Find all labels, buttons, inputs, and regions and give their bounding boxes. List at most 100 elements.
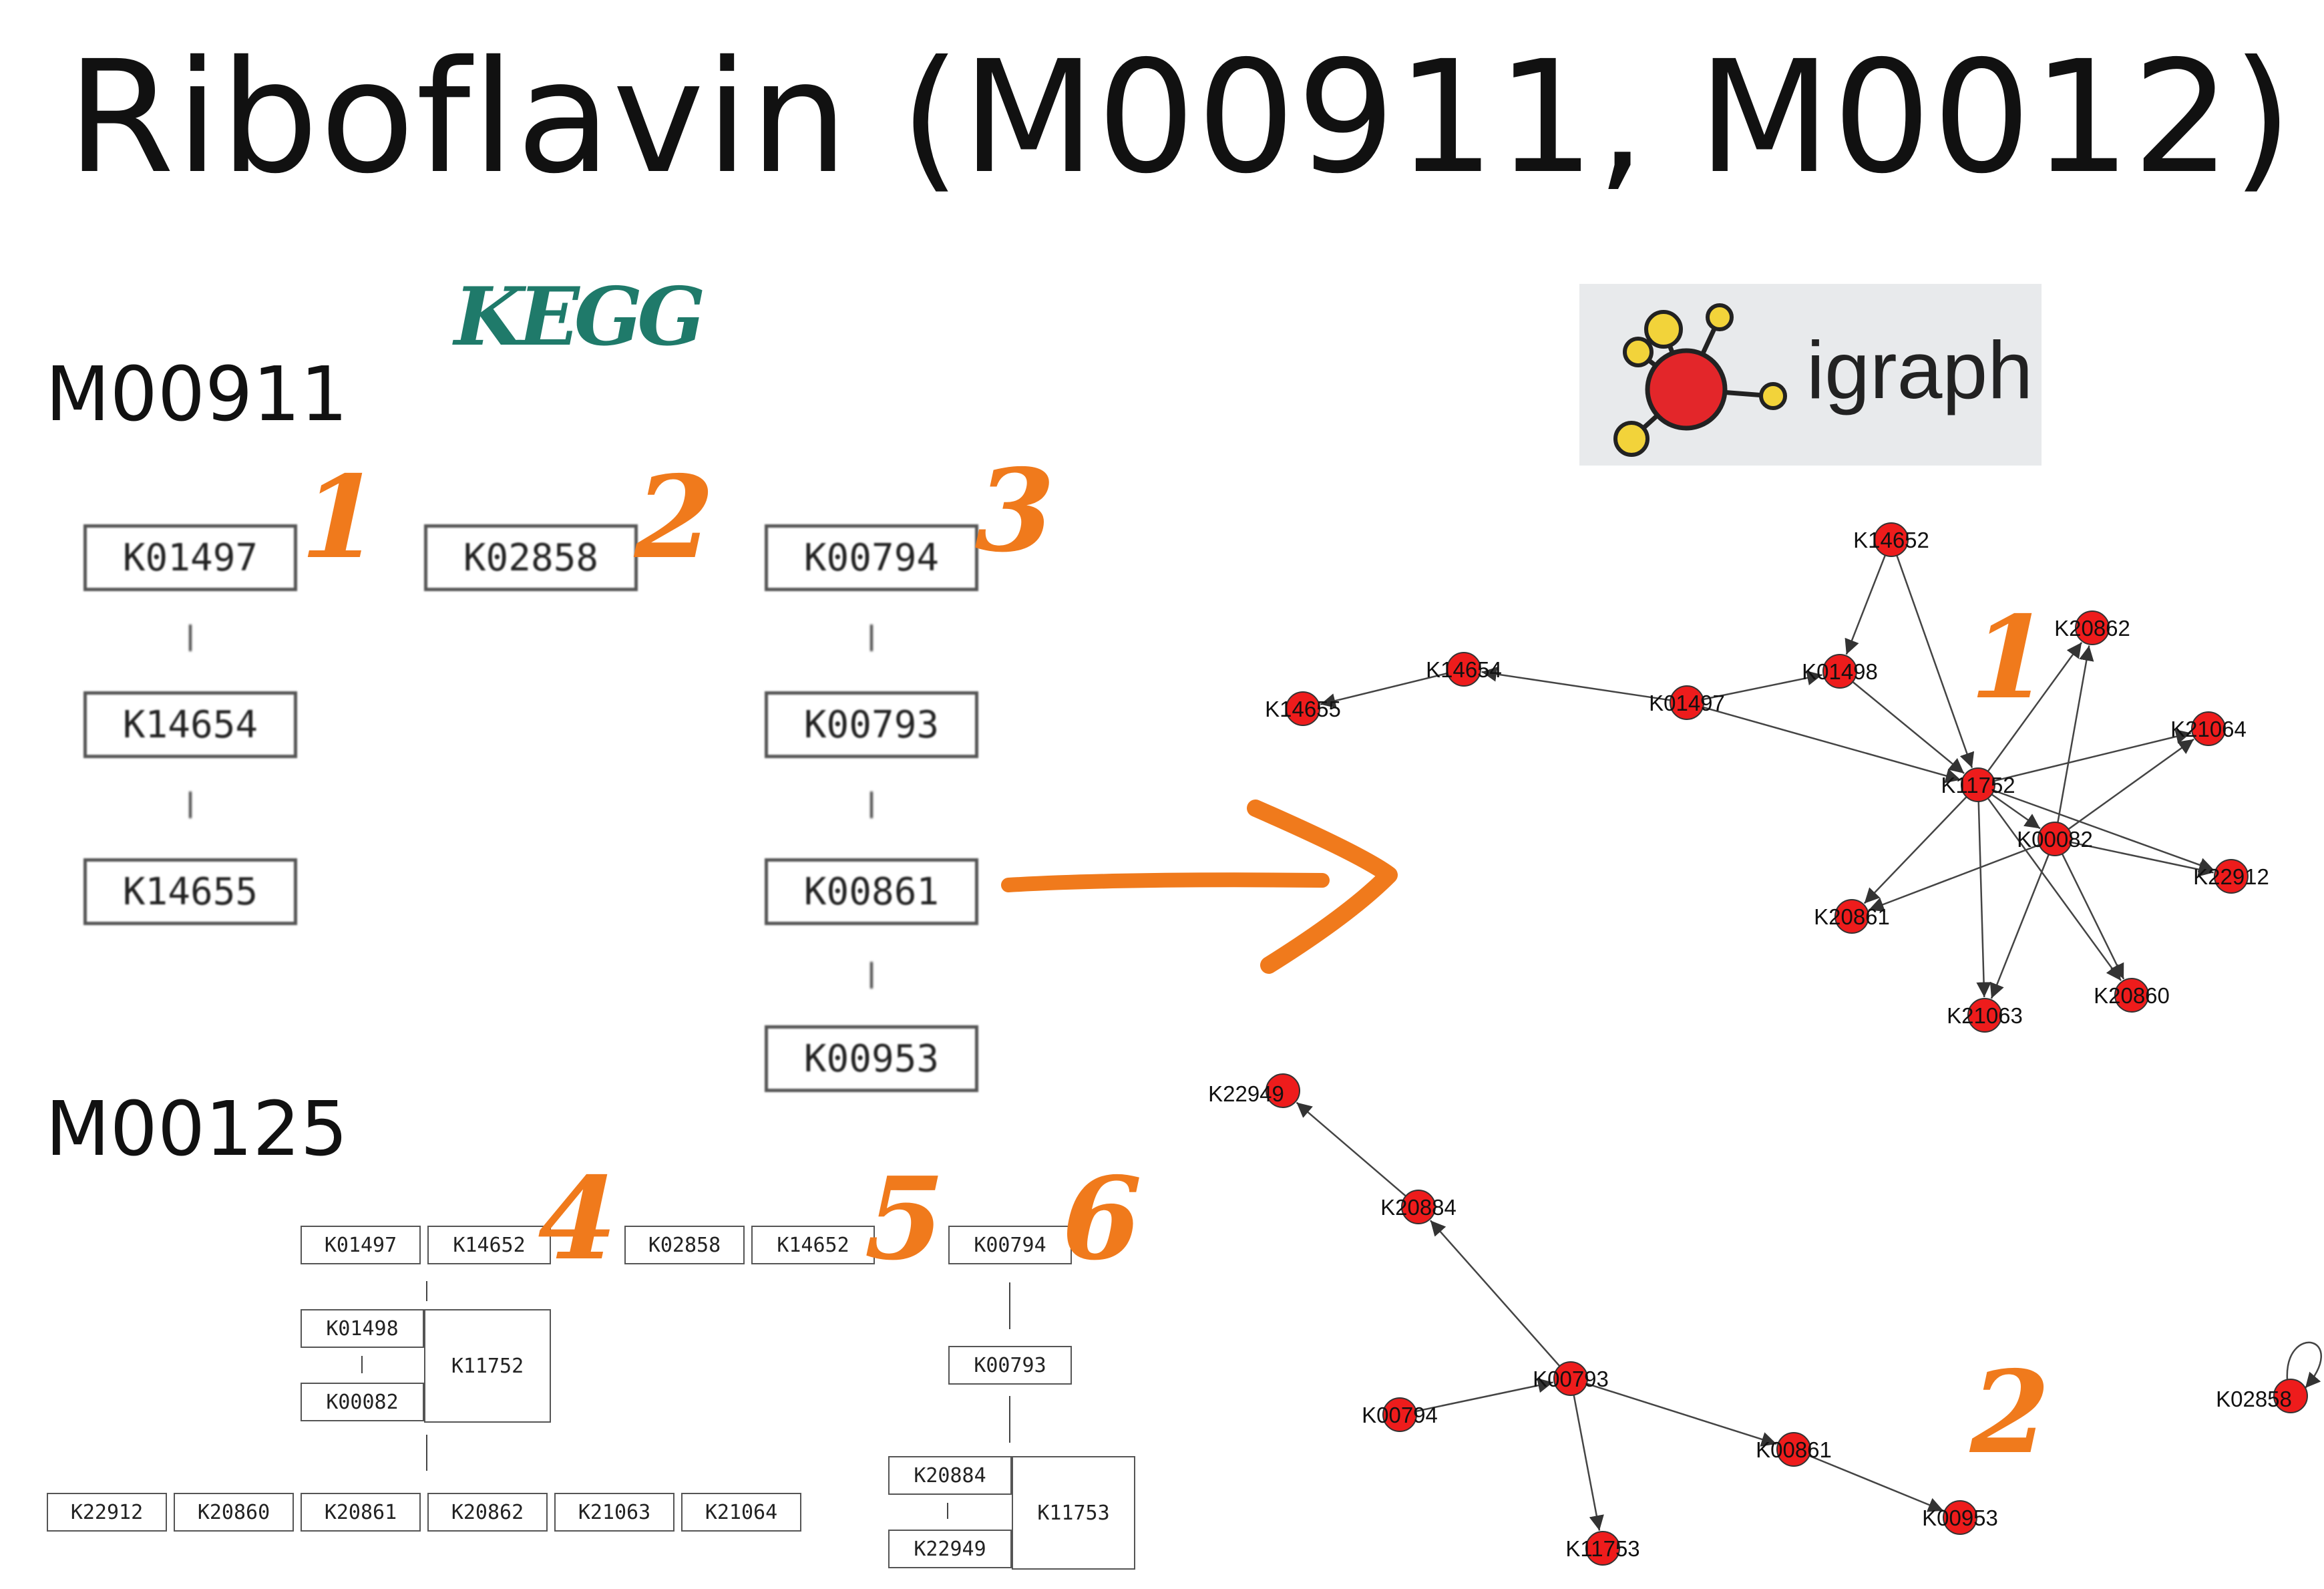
graph-node-label: K20861 bbox=[1814, 904, 1890, 929]
graph-node-label: K11753 bbox=[1565, 1536, 1639, 1561]
graph-node-label: K14654 bbox=[1426, 657, 1502, 682]
connector bbox=[870, 791, 873, 818]
graph-node-label: K00794 bbox=[1362, 1403, 1438, 1427]
graph-node bbox=[1266, 1073, 1300, 1108]
graph-node-label: K00861 bbox=[1756, 1437, 1832, 1462]
connector bbox=[189, 791, 192, 818]
graph-node-label: K21063 bbox=[1947, 1003, 2023, 1028]
graph-node-label: K00082 bbox=[2017, 827, 2093, 852]
connector bbox=[189, 625, 192, 651]
kegg-box: K02858 bbox=[424, 524, 638, 591]
kegg-box: K00794 bbox=[948, 1226, 1072, 1264]
graph-edge bbox=[1703, 670, 1822, 701]
graph-node bbox=[2114, 978, 2149, 1013]
graph-node-label: K00793 bbox=[1533, 1367, 1609, 1391]
graph-edge bbox=[1586, 1383, 1777, 1447]
transform-arrow bbox=[1001, 800, 1398, 974]
graph-node-label: K00953 bbox=[1922, 1506, 1998, 1530]
graph-edge bbox=[2057, 645, 2094, 823]
connector bbox=[1009, 1396, 1010, 1443]
kegg-box: K00953 bbox=[765, 1025, 978, 1092]
kegg-box: K14655 bbox=[83, 858, 297, 925]
graph-edge bbox=[1320, 672, 1448, 709]
graph-edge bbox=[1987, 798, 2122, 981]
graph-node bbox=[1670, 685, 1704, 720]
graph-node bbox=[1834, 899, 1869, 934]
module-label-m00911: M00911 bbox=[45, 351, 348, 438]
graph-edge bbox=[1868, 844, 2040, 912]
kegg-box: K01497 bbox=[301, 1226, 421, 1264]
connector bbox=[361, 1356, 363, 1373]
graph-node bbox=[1382, 1397, 1417, 1432]
graph-node-label: K20862 bbox=[2054, 616, 2130, 641]
graph-self-loop bbox=[2286, 1341, 2322, 1389]
kegg-box: K20860 bbox=[174, 1493, 294, 1532]
graph-node-label: K20860 bbox=[2094, 983, 2170, 1008]
graph-edge bbox=[1863, 796, 1967, 904]
graph-node-label: K20884 bbox=[1380, 1195, 1457, 1220]
graph-node-label: K22949 bbox=[1208, 1081, 1284, 1106]
kegg-box: K02858 bbox=[624, 1226, 745, 1264]
kegg-box: K00793 bbox=[765, 691, 978, 758]
kegg-box: K14654 bbox=[83, 691, 297, 758]
slide-title: Riboflavin (M00911, M0012) bbox=[67, 27, 2295, 208]
kegg-box: K20884 bbox=[888, 1456, 1012, 1495]
graph-edge bbox=[2068, 738, 2194, 830]
graph-node bbox=[1967, 998, 2002, 1033]
kegg-box: K00794 bbox=[765, 524, 978, 591]
graph-node-label: K11752 bbox=[1941, 773, 2015, 798]
graph-node bbox=[1776, 1432, 1811, 1467]
graph-edge bbox=[1808, 1455, 1944, 1512]
kegg-box: K11752 bbox=[424, 1309, 551, 1423]
graph-edge bbox=[1296, 1101, 1406, 1197]
graph-node bbox=[1286, 691, 1320, 726]
connector bbox=[870, 962, 873, 989]
kegg-logo: KEGG bbox=[454, 270, 706, 364]
kegg-box: K21064 bbox=[681, 1493, 801, 1532]
graph-edge bbox=[1991, 793, 2041, 830]
kegg-box: K14652 bbox=[427, 1226, 551, 1264]
graph-edge bbox=[1481, 667, 1671, 701]
graph-node bbox=[1943, 1500, 1977, 1535]
graph-node bbox=[1585, 1531, 1620, 1566]
graph-edge bbox=[1416, 1378, 1553, 1413]
connector bbox=[947, 1503, 948, 1519]
graph-node bbox=[2273, 1379, 2308, 1413]
graph-edge bbox=[1852, 681, 1965, 774]
graph-node bbox=[1822, 654, 1857, 689]
kegg-box: K00793 bbox=[948, 1346, 1072, 1385]
graph-edge bbox=[2061, 853, 2125, 980]
graph-node bbox=[1446, 652, 1481, 687]
kegg-box: K00082 bbox=[301, 1383, 424, 1421]
graph-edge bbox=[1976, 801, 1991, 998]
kegg-box: K20861 bbox=[301, 1493, 421, 1532]
graph-edge bbox=[1987, 642, 2083, 772]
kegg-box: K20862 bbox=[427, 1493, 548, 1532]
graph-node bbox=[1401, 1190, 1436, 1224]
graph-node-label: K02858 bbox=[2216, 1387, 2292, 1411]
graph-node bbox=[2075, 610, 2110, 645]
graph-edge bbox=[1702, 706, 1961, 783]
graph-node bbox=[2038, 822, 2072, 856]
graph-node bbox=[2214, 859, 2249, 894]
connector bbox=[870, 625, 873, 651]
graph-edge bbox=[2071, 841, 2214, 877]
graph-edge bbox=[1989, 854, 2050, 999]
igraph-logo-text: igraph bbox=[1806, 325, 2034, 415]
graph-node bbox=[1961, 767, 1995, 802]
graph-node bbox=[1874, 522, 1909, 557]
connector bbox=[1009, 1282, 1010, 1329]
graph-node-label: K22912 bbox=[2193, 864, 2269, 889]
kegg-box: K01497 bbox=[83, 524, 297, 591]
graph-edge bbox=[1896, 555, 1975, 768]
graph-node bbox=[1553, 1361, 1588, 1396]
kegg-box: K22912 bbox=[47, 1493, 167, 1532]
kegg-box: K11753 bbox=[1012, 1456, 1135, 1570]
connector bbox=[426, 1435, 427, 1471]
igraph-logo: igraph bbox=[1579, 284, 2042, 466]
igraph-network-icon bbox=[1613, 303, 1787, 457]
graph-edge bbox=[1573, 1395, 1604, 1531]
graph-node-label: K01498 bbox=[1802, 659, 1878, 684]
graph-node-label: K01497 bbox=[1649, 691, 1725, 715]
